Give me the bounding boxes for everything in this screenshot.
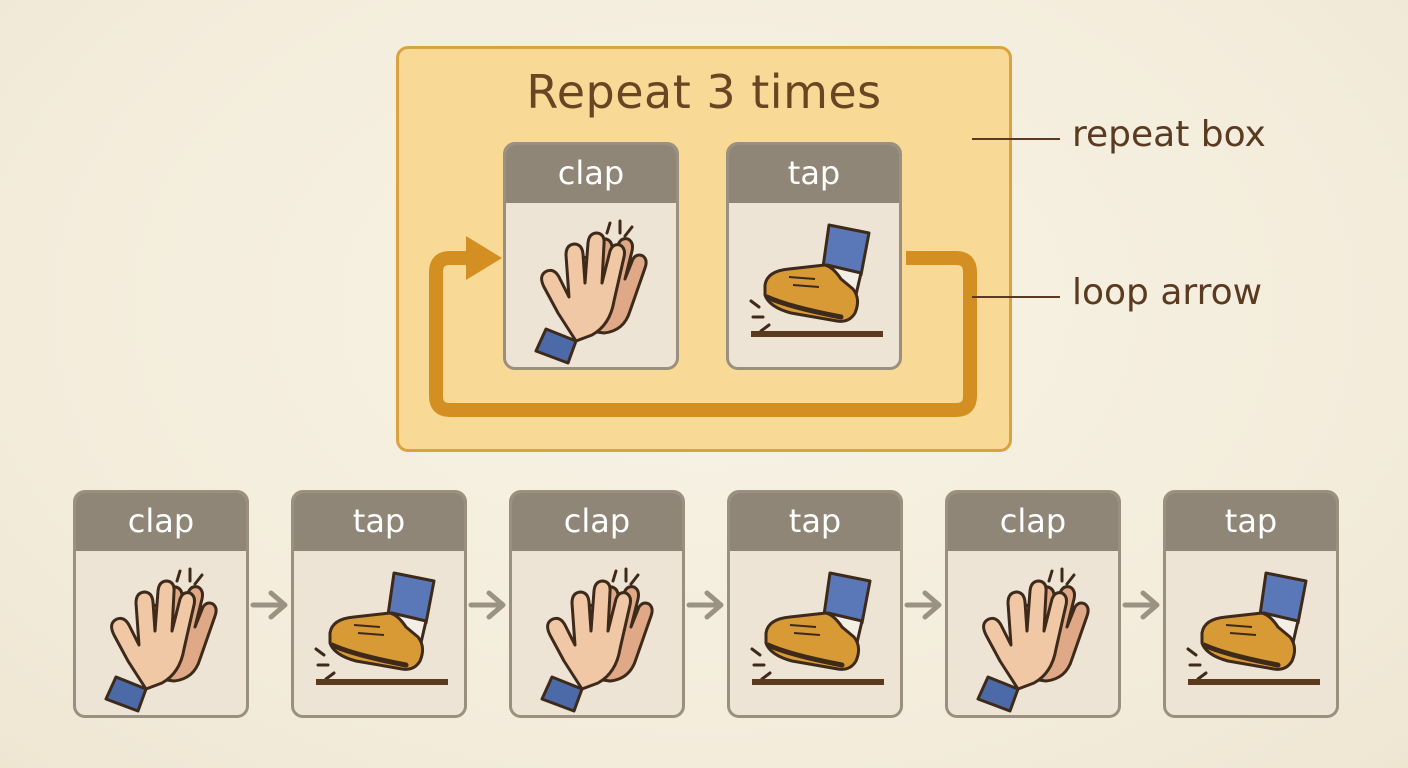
sequence-arrow (250, 590, 288, 620)
clap-icon (976, 567, 1090, 713)
repeat-box: Repeat 3 times (396, 46, 1012, 452)
loop-card-clap: clap (503, 142, 679, 370)
loop-card-icon-wrap (729, 203, 899, 367)
sequence-card-icon-wrap (730, 551, 900, 715)
foot-tap-icon (314, 571, 448, 685)
sequence-card-icon-wrap (512, 551, 682, 715)
sequence-card-tap: tap (291, 490, 467, 718)
sequence-card-clap: clap (509, 490, 685, 718)
sequence-arrow (468, 590, 506, 620)
sequence-card-label: clap (512, 493, 682, 551)
sequence-card-icon-wrap (76, 551, 246, 715)
clap-icon (534, 219, 648, 365)
sequence-arrow (904, 590, 942, 620)
clap-icon (104, 567, 218, 713)
sequence-card-tap: tap (727, 490, 903, 718)
loop-arrow-callout-line (972, 296, 1060, 298)
loop-card-label: clap (506, 145, 676, 203)
sequence-card-label: clap (76, 493, 246, 551)
sequence-arrow (686, 590, 724, 620)
loop-arrow-callout: loop arrow (1072, 272, 1263, 313)
sequence-card-icon-wrap (1166, 551, 1336, 715)
sequence-card-icon-wrap (948, 551, 1118, 715)
repeat-box-callout-line (972, 138, 1060, 140)
sequence-card-label: tap (294, 493, 464, 551)
sequence-card-clap: clap (73, 490, 249, 718)
sequence-card-label: clap (948, 493, 1118, 551)
sequence-arrow (1122, 590, 1160, 620)
loop-card-tap: tap (726, 142, 902, 370)
loop-card-icon-wrap (506, 203, 676, 367)
loop-card-label: tap (729, 145, 899, 203)
foot-tap-icon (750, 571, 884, 685)
sequence-card-icon-wrap (294, 551, 464, 715)
sequence-card-label: tap (730, 493, 900, 551)
sequence-card-label: tap (1166, 493, 1336, 551)
foot-tap-icon (1186, 571, 1320, 685)
sequence-card-tap: tap (1163, 490, 1339, 718)
foot-tap-icon (749, 223, 883, 337)
clap-icon (540, 567, 654, 713)
repeat-title: Repeat 3 times (526, 65, 882, 119)
sequence-card-clap: clap (945, 490, 1121, 718)
repeat-box-callout: repeat box (1072, 114, 1266, 155)
